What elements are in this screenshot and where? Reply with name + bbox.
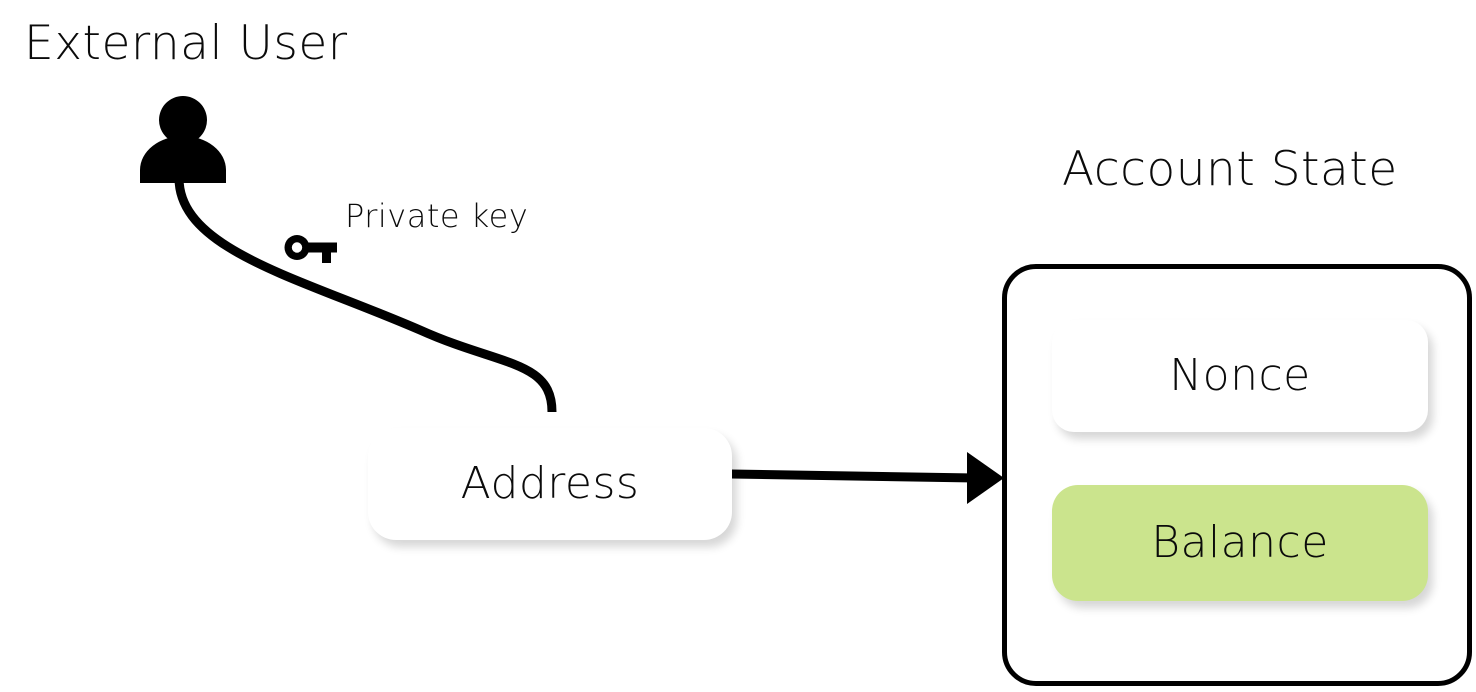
node-nonce-label: Nonce [1169, 350, 1311, 401]
node-balance[interactable]: Balance [1052, 485, 1428, 601]
node-address[interactable]: Address [368, 428, 732, 540]
person-icon [136, 94, 230, 186]
page-title-account-state: Account State [1062, 142, 1398, 197]
node-address-label: Address [460, 458, 640, 509]
node-balance-label: Balance [1151, 517, 1329, 568]
arrowhead-icon [967, 452, 1004, 504]
page-title-external-user: External User [24, 16, 348, 71]
node-nonce[interactable]: Nonce [1052, 320, 1428, 432]
connector-address-to-account-state [730, 469, 976, 483]
private-key-label: Private key [345, 197, 529, 235]
key-icon [282, 232, 342, 266]
